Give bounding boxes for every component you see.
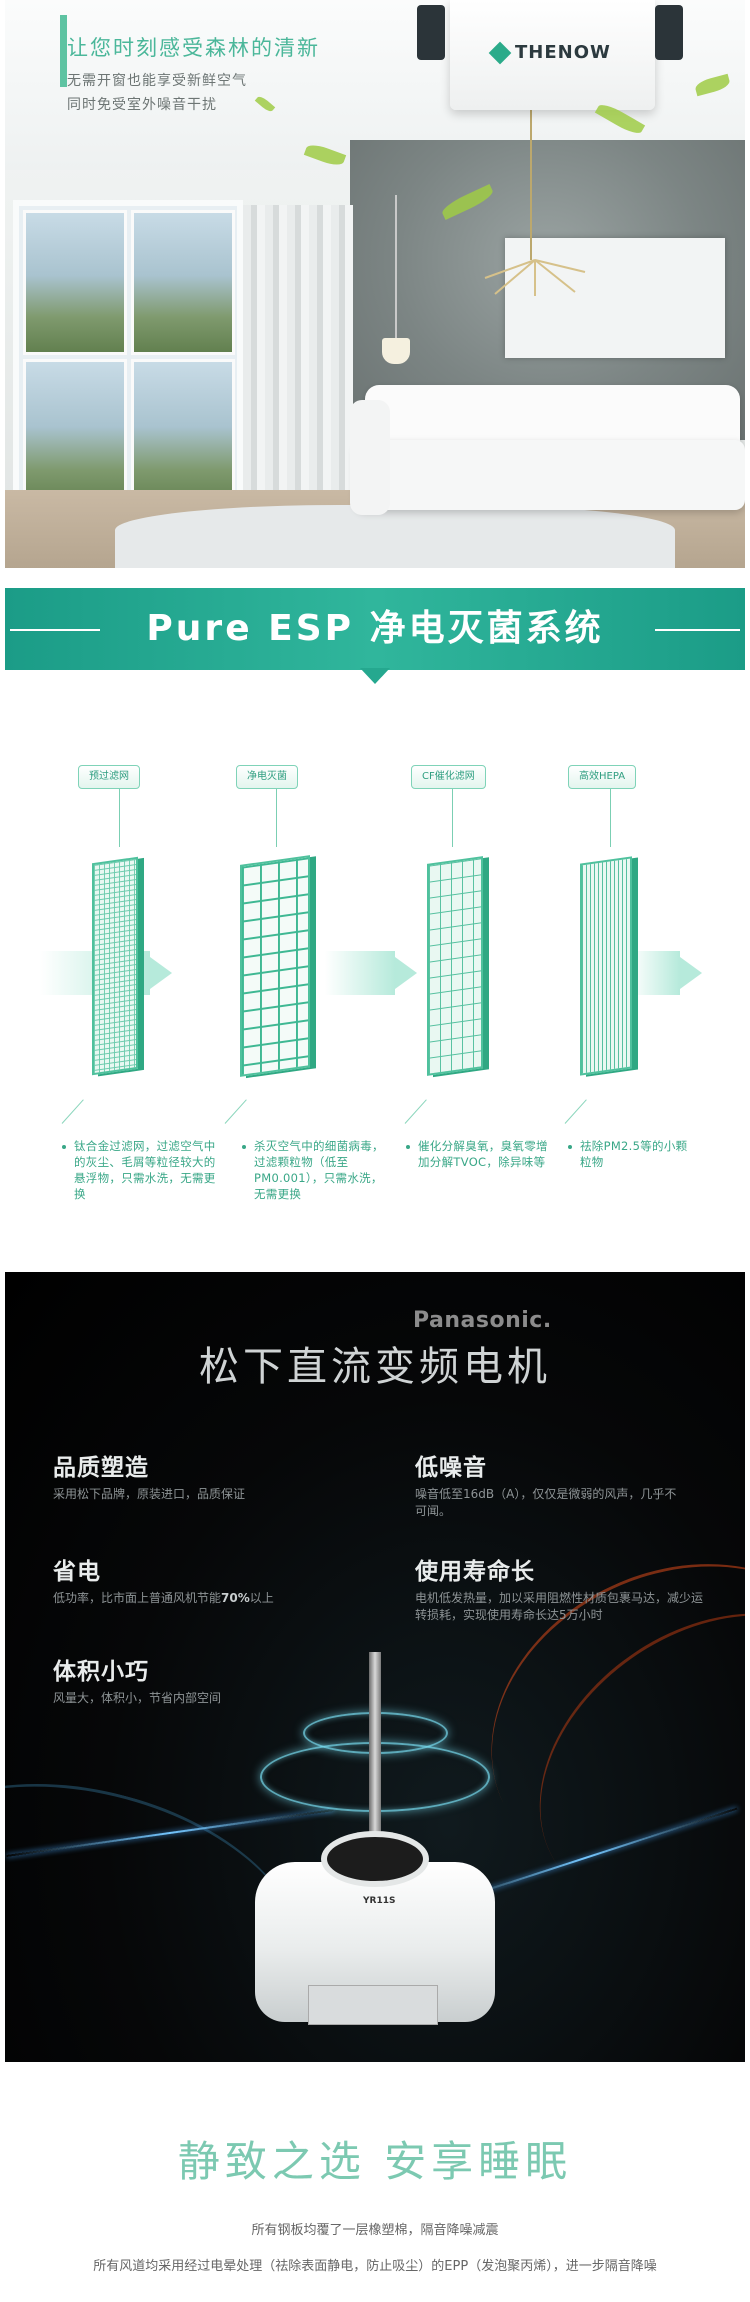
filter-description-prefilter: 钛合金过滤网，过滤空气中的灰尘、毛屑等粒径较大的悬浮物，只需水洗，无需更换 [74, 1139, 216, 1201]
banner-pointer [360, 668, 390, 684]
prefilter-panel [92, 856, 138, 1076]
section-banner: Pure ESP 净电灭菌系统 [5, 588, 745, 670]
banner-line-right [655, 629, 740, 631]
motor-top [327, 1837, 423, 1881]
panasonic-logo: Panasonic. [413, 1308, 552, 1333]
feature-desc-quality: 采用松下品牌，原装进口，品质保证 [53, 1487, 246, 1501]
footer-title: 静致之选 安享睡眠 [177, 2137, 573, 2186]
air-duct [655, 5, 683, 60]
hero-subtext-line-1: 无需开窗也能享受新鲜空气 [67, 73, 247, 89]
accent-bar [60, 15, 67, 87]
wall-artwork [505, 238, 725, 358]
motor-shaft [369, 1652, 381, 1892]
chandelier-cord [530, 105, 532, 260]
connector-line [119, 789, 120, 847]
filter-description-cf: 催化分解臭氧，臭氧零增加分解TVOC，除异味等 [418, 1139, 548, 1169]
air-duct [417, 5, 445, 60]
footer-line-1: 所有钢板均覆了一层橡塑棉，隔音降噪减震 [251, 2223, 499, 2238]
fresh-air-unit [450, 0, 655, 110]
cf-filter-panel [427, 856, 483, 1076]
feature-title-compact: 体积小巧 [53, 1659, 149, 1685]
sofa-seat [355, 440, 745, 510]
rug [115, 505, 675, 568]
airflow-arrow-head-icon [395, 957, 417, 989]
filter-label-cf: CF催化滤网 [411, 765, 486, 789]
feature-desc-power-saving: 低功率，比市面上普通风机节能70%以上 [53, 1591, 274, 1605]
feature-title-power-saving: 省电 [53, 1559, 101, 1585]
bullet-icon [242, 1145, 246, 1149]
hepa-panel [580, 856, 632, 1076]
connector-line [61, 1099, 84, 1124]
pendant-lamp [382, 338, 410, 364]
filter-label-esp: 净电灭菌 [236, 765, 298, 789]
filter-label-prefilter: 预过滤网 [78, 765, 140, 789]
filter-label-hepa: 高效HEPA [568, 765, 637, 789]
esp-panel [240, 855, 310, 1077]
footer-line-2: 所有风道均采用经过电晕处理（祛除表面静电，防止吸尘）的EPP（发泡聚丙烯），进一… [93, 2259, 657, 2274]
hero-subtext-line-2: 同时免受室外噪音干扰 [67, 97, 217, 113]
motor-marking: YR11S [363, 1896, 396, 1906]
chandelier-icon [484, 259, 586, 296]
airflow-arrow [630, 951, 680, 995]
feature-desc-low-noise: 噪音低至16dB（A），仅仅是微弱的风声，几乎不可闻。 [415, 1487, 677, 1518]
feature-title-low-noise: 低噪音 [415, 1455, 487, 1481]
banner-line-left [10, 629, 100, 631]
curtain [243, 205, 353, 535]
airflow-arrow [325, 951, 395, 995]
connector-line [224, 1099, 247, 1124]
feature-desc-compact: 风量大，体积小，节省内部空间 [53, 1691, 222, 1705]
motor-section: Panasonic. 松下直流变频电机 品质塑造 采用松下品牌，原装进口，品质保… [5, 1272, 745, 2062]
feature-title-quality: 品质塑造 [53, 1455, 149, 1481]
connector-line [276, 789, 277, 847]
banner-title: Pure ESP 净电灭菌系统 [146, 608, 604, 649]
connector-line [564, 1099, 587, 1124]
filter-description-esp: 杀灭空气中的细菌病毒，过滤颗粒物（低至PM0.001），只需水洗，无需更换 [254, 1139, 384, 1201]
bullet-icon [406, 1145, 410, 1149]
bullet-icon [62, 1145, 66, 1149]
feature-desc-long-life: 电机低发热量，加以采用阻燃性材质包裹马达，减少运转损耗，实现使用寿命长达5万小时 [415, 1591, 704, 1622]
sofa-arm [350, 400, 390, 515]
hero-headline: 让您时刻感受森林的清新 [67, 36, 320, 60]
filter-description-hepa: 祛除PM2.5等的小颗粒物 [580, 1139, 688, 1169]
feature-title-long-life: 使用寿命长 [415, 1559, 535, 1585]
hero-section: THENOW 让您时刻感受森林的清新 无需开窗也能享受新鲜空气 同时免受室外噪音… [5, 0, 745, 568]
motor-title: 松下直流变频电机 [199, 1344, 551, 1390]
connector-line [610, 789, 611, 847]
pendant-lamp-cord [395, 195, 397, 340]
airflow-arrow-head-icon [150, 957, 172, 989]
connector-line [452, 789, 453, 847]
bullet-icon [568, 1145, 572, 1149]
connector-line [404, 1099, 427, 1124]
window [13, 200, 243, 520]
airflow-arrow-head-icon [680, 957, 702, 989]
brand-name: THENOW [515, 42, 611, 63]
motor-nameplate [308, 1985, 438, 2025]
